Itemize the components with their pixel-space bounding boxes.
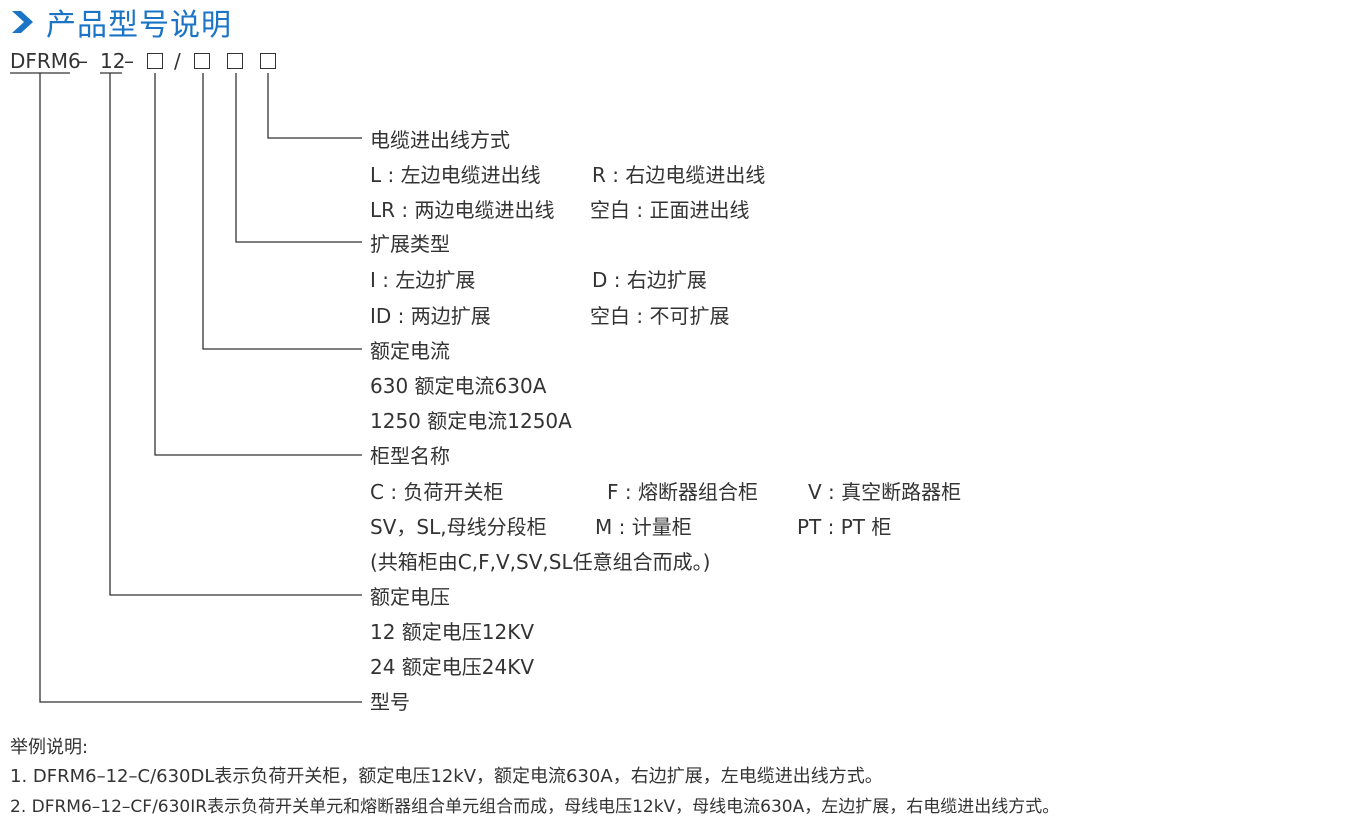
placeholder-box-current — [194, 53, 210, 69]
example-line: 2. DFRM6–12–CF/630IR表示负荷开关单元和熔断器组合单元组合而成… — [10, 797, 1060, 817]
cabinet-option: V : 真空断路器柜 — [808, 480, 962, 504]
examples-heading: 举例说明: — [10, 737, 89, 758]
model-prefix: DFRM6 — [10, 49, 81, 73]
expansion-option: D : 右边扩展 — [592, 268, 707, 292]
example-line: 1. DFRM6–12–C/630DL表示负荷开关柜，额定电压12kV，额定电流… — [10, 766, 883, 787]
cabinet-heading: 柜型名称 — [370, 444, 450, 468]
page-title: 产品型号说明 — [46, 8, 232, 43]
model-voltage: 12 — [100, 49, 126, 73]
cabinet-option: M : 计量柜 — [595, 515, 692, 539]
expansion-option: ID : 两边扩展 — [370, 304, 491, 328]
cabinet-note: (共箱柜由C,F,V,SV,SL任意组合而成。) — [370, 550, 711, 574]
voltage-option: 24 额定电压24KV — [370, 655, 535, 679]
expansion-heading: 扩展类型 — [370, 232, 450, 256]
current-option: 1250 额定电流1250A — [370, 409, 572, 433]
current-option: 630 额定电流630A — [370, 374, 547, 398]
placeholder-box-expansion — [227, 53, 243, 69]
placeholder-box-cable — [260, 53, 276, 69]
cable-option: R : 右边电缆进出线 — [592, 163, 766, 187]
cable-heading: 电缆进出线方式 — [370, 128, 510, 152]
cabinet-option: F : 熔断器组合柜 — [607, 480, 758, 504]
cable-option: LR : 两边电缆进出线 — [370, 198, 555, 222]
cabinet-option: SV，SL,母线分段柜 — [370, 515, 547, 539]
voltage-option: 12 额定电压12KV — [370, 620, 535, 644]
section-title: 产品型号说明 — [8, 2, 232, 43]
model-separator: – — [78, 49, 88, 73]
voltage-heading: 额定电压 — [370, 585, 450, 609]
chevron-right-icon — [12, 11, 33, 33]
model-heading: 型号 — [370, 690, 410, 714]
cabinet-option: PT : PT 柜 — [797, 515, 892, 539]
cable-option: 空白 : 正面进出线 — [590, 198, 750, 222]
model-separator: – — [124, 49, 134, 73]
cable-option: L : 左边电缆进出线 — [370, 163, 541, 187]
model-slash: / — [174, 49, 181, 73]
expansion-option: I : 左边扩展 — [370, 268, 476, 292]
placeholder-box-cabinet — [147, 53, 163, 69]
expansion-option: 空白 : 不可扩展 — [590, 304, 730, 328]
current-heading: 额定电流 — [370, 339, 450, 363]
cabinet-option: C : 负荷开关柜 — [370, 480, 504, 504]
